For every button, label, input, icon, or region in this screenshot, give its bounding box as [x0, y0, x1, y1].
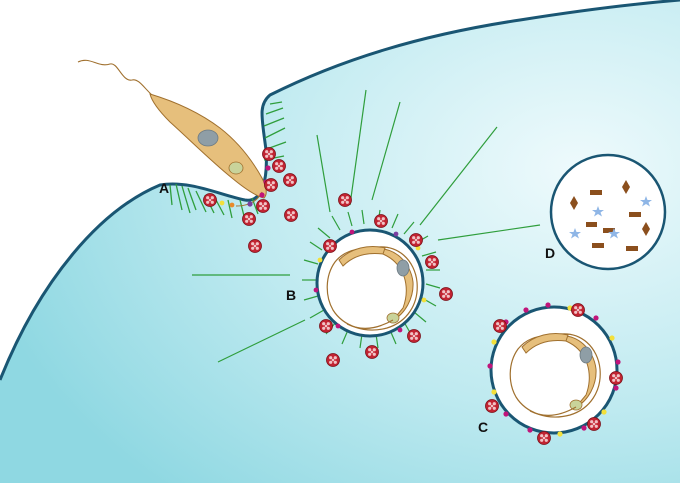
parasite-entering [77, 59, 267, 207]
site-a-receptors [169, 101, 287, 219]
receptor-lines [192, 89, 541, 363]
label-b: B [286, 287, 296, 303]
label-d: D [545, 245, 555, 261]
vacuole-c [485, 302, 623, 445]
vacuole-b [302, 209, 453, 367]
vacuole-d [549, 153, 667, 271]
label-a: A [159, 180, 169, 196]
label-c: C [478, 419, 488, 435]
